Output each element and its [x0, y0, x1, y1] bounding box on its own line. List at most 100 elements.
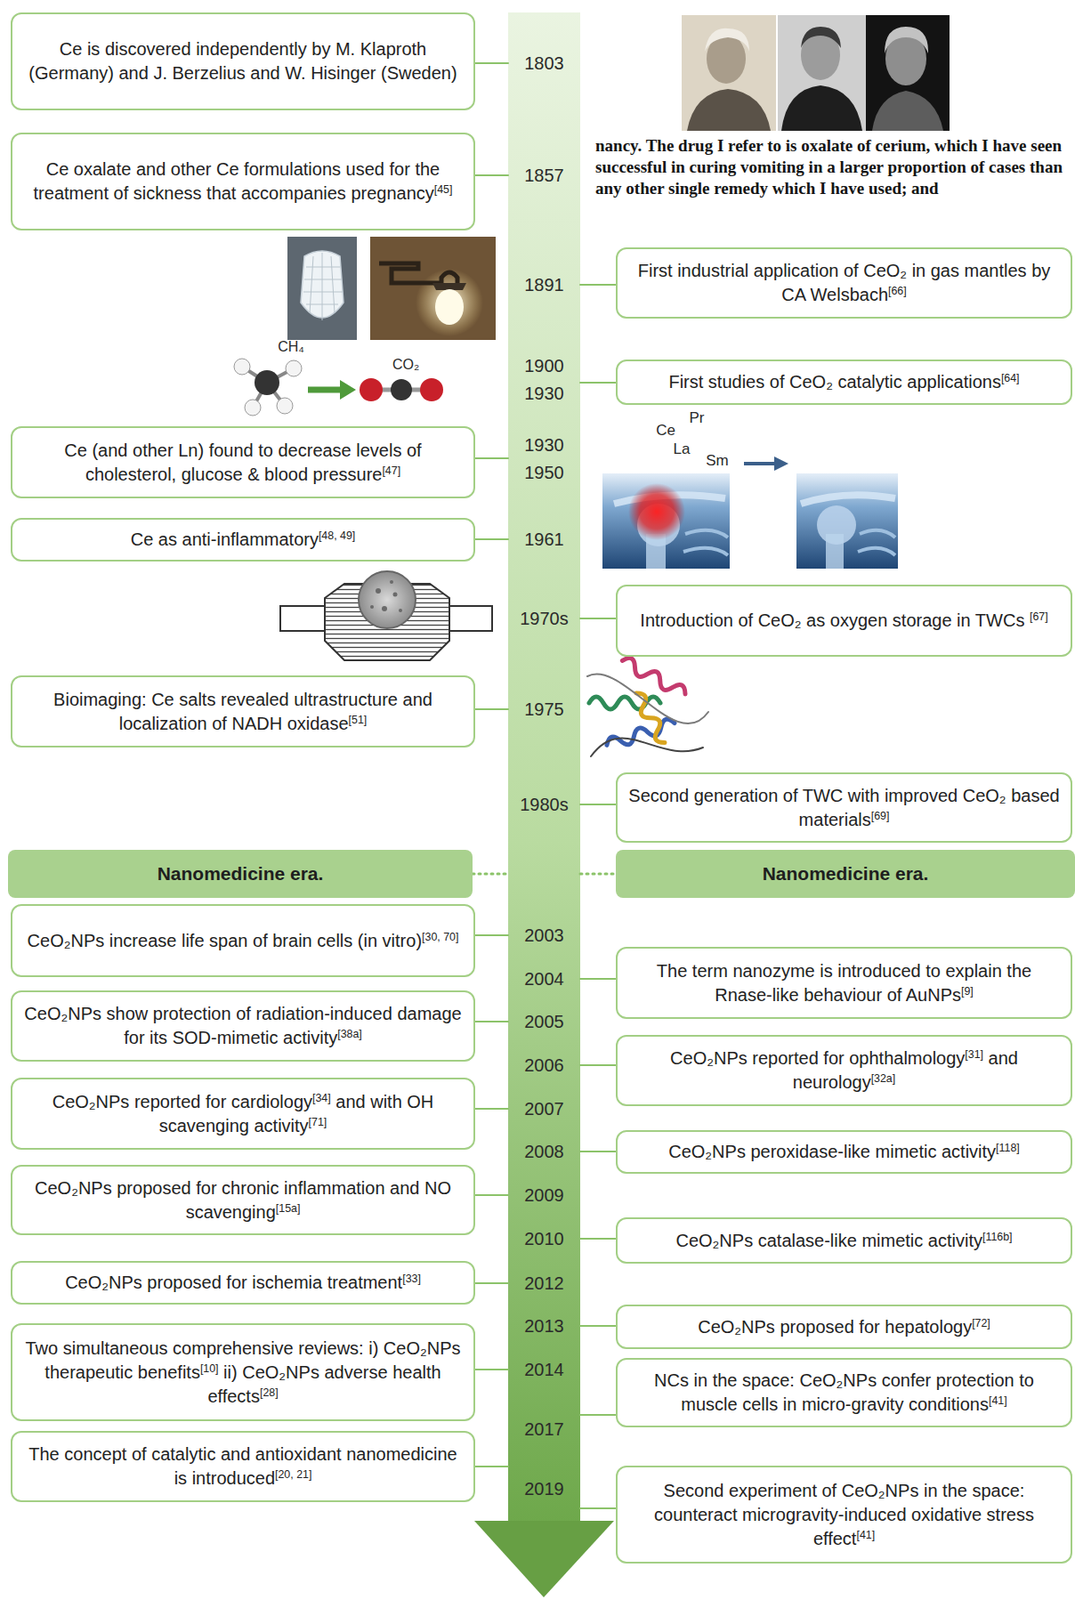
converter-pipe	[280, 606, 327, 631]
year-label: 1900	[508, 354, 581, 378]
lamp-mantle	[435, 289, 464, 325]
hydrogen-atom	[244, 399, 261, 416]
portrait-frame	[865, 15, 950, 131]
event-box: Ce oxalate and other Ce formulations use…	[10, 132, 476, 231]
monolith-grains	[370, 580, 403, 613]
element-label: Sm	[705, 452, 729, 470]
year-label: 2010	[508, 1227, 581, 1251]
event-text: Ce is discovered independently by M. Kla…	[23, 37, 463, 86]
historic-quote: nancy. The drug I refer to is oxalate of…	[595, 135, 1073, 199]
era-band: Nanomedicine era.	[615, 849, 1075, 898]
event-text: Ce (and other Ln) found to decrease leve…	[23, 438, 463, 487]
oxygen-atom	[359, 378, 383, 402]
timeline-arrowhead	[474, 1520, 615, 1598]
formula-label: CH₄	[277, 339, 305, 356]
leader-line	[580, 1150, 616, 1153]
year-label: 1975	[508, 697, 581, 721]
grain	[370, 605, 374, 609]
portrait-hair	[800, 26, 841, 49]
xray-panel	[796, 473, 898, 569]
leader-line	[475, 934, 509, 937]
era-band: Nanomedicine era.	[8, 849, 473, 898]
event-text: CeO₂NPs peroxidase-like mimetic activity…	[668, 1139, 1020, 1164]
reaction-arrowhead	[339, 379, 356, 400]
mantle-mesh	[303, 252, 343, 321]
leader-line	[580, 1414, 616, 1416]
event-box: CeO₂NPs peroxidase-like mimetic activity…	[615, 1130, 1073, 1174]
portrait-body	[687, 88, 771, 131]
hydrogen-atom	[276, 397, 293, 414]
year-label: 1950	[508, 460, 581, 485]
reference-mark: [31]	[964, 1048, 984, 1061]
leader-line	[475, 1465, 509, 1468]
monolith-magnified	[358, 571, 416, 629]
event-box: The concept of catalytic and antioxidant…	[10, 1430, 476, 1503]
protein-ribbon	[587, 654, 709, 757]
event-box: The term nanozyme is introduced to expla…	[615, 946, 1073, 1019]
year-label: 1970s	[508, 606, 581, 631]
element-label: Pr	[689, 409, 705, 428]
leader-line	[580, 381, 616, 384]
reference-mark: [33]	[402, 1272, 421, 1286]
reference-mark: [34]	[312, 1091, 332, 1104]
event-box: Ce (and other Ln) found to decrease leve…	[10, 426, 476, 499]
event-text: CeO₂NPs proposed for ischemia treatment[…	[64, 1270, 421, 1295]
leader-line	[475, 1282, 509, 1285]
event-box: First studies of CeO₂ catalytic applicat…	[615, 359, 1073, 405]
event-text: Bioimaging: Ce salts revealed ultrastruc…	[23, 687, 463, 736]
alpha-helix	[630, 690, 671, 746]
year-label: 2014	[508, 1357, 581, 1382]
xray-panel	[602, 473, 730, 569]
portrait-body	[872, 90, 944, 131]
event-box: NCs in the space: CeO₂NPs confer protect…	[615, 1357, 1073, 1428]
leader-line	[475, 708, 509, 711]
oxygen-atom	[420, 378, 444, 402]
element-label: Ce	[655, 421, 676, 440]
event-box: Second generation of TWC with improved C…	[615, 772, 1073, 843]
grain	[375, 588, 381, 594]
event-text: NCs in the space: CeO₂NPs confer protect…	[628, 1368, 1060, 1417]
humerus-shaft	[825, 533, 844, 569]
year-label: 2005	[508, 1010, 581, 1034]
event-text: The term nanozyme is introduced to expla…	[628, 959, 1060, 1008]
methane-molecule	[234, 358, 302, 416]
year-label: 1930	[508, 381, 581, 405]
formula-label: CO₂	[392, 356, 420, 373]
event-box: CeO₂NPs catalase-like mimetic activity[1…	[615, 1217, 1073, 1264]
year-label: 2012	[508, 1271, 581, 1295]
event-box: Ce is discovered independently by M. Kla…	[10, 12, 476, 111]
event-text: First studies of CeO₂ catalytic applicat…	[668, 370, 1019, 395]
grain	[398, 608, 403, 613]
lamp-fixture	[432, 282, 467, 291]
reference-mark: [41]	[856, 1527, 875, 1541]
leader-line	[580, 617, 616, 620]
carbon-atom	[390, 379, 413, 401]
alpha-helix	[619, 654, 688, 700]
event-box: CeO₂NPs reported for ophthalmology[31] a…	[615, 1034, 1073, 1107]
leader-line	[475, 1368, 509, 1371]
leader-line	[580, 1064, 616, 1067]
reaction-arrow	[307, 387, 342, 394]
event-box: First industrial application of CeO₂ in …	[615, 247, 1073, 319]
year-label: 2017	[508, 1417, 581, 1441]
year-label: 2013	[508, 1314, 581, 1338]
lamp-photo	[370, 236, 496, 340]
event-text: CeO₂NPs proposed for chronic inflammatio…	[23, 1176, 463, 1225]
portrait-body	[781, 85, 863, 131]
year-label: 1930	[508, 433, 581, 457]
reference-mark: [28]	[259, 1385, 279, 1399]
reference-mark: [66]	[888, 284, 907, 298]
event-text: CeO₂NPs catalase-like mimetic activity[1…	[675, 1228, 1012, 1253]
leader-line	[475, 538, 509, 541]
reference-mark: [67]	[1029, 610, 1049, 623]
reference-mark: [10]	[200, 1361, 219, 1375]
event-text: CeO₂NPs proposed for hepatology[72]	[697, 1315, 991, 1340]
year-label: 2006	[508, 1053, 581, 1077]
reference-mark: [69]	[871, 808, 890, 822]
reference-mark: [47]	[381, 463, 401, 477]
event-box: CeO₂NPs proposed for chronic inflammatio…	[10, 1164, 476, 1236]
year-label: 2004	[508, 967, 581, 991]
reference-mark: [45]	[434, 183, 453, 196]
leader-line	[580, 1325, 616, 1327]
